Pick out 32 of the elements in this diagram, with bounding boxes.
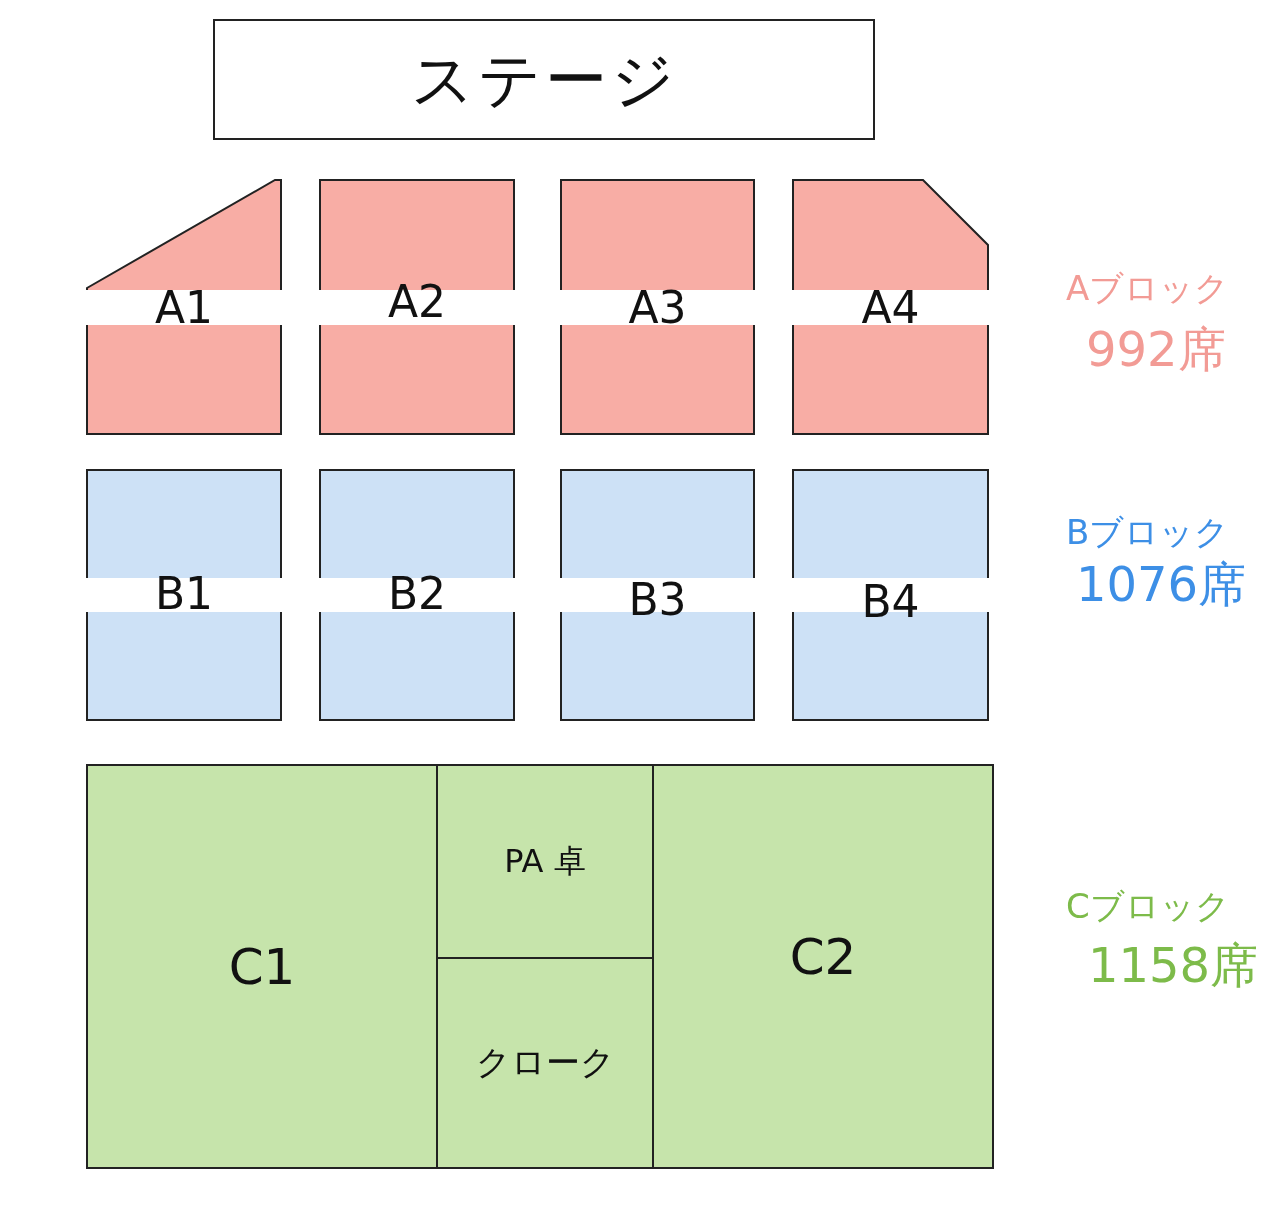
block-label: B1 [154,567,214,619]
seating-block [561,180,754,434]
seat-count: 992席 [1086,320,1226,379]
seating-block [87,180,281,434]
seating-block [320,470,514,720]
floor-area [437,765,653,958]
area-label: C1 [228,937,296,996]
block-label: B2 [387,567,447,619]
block-label: B3 [628,573,687,625]
block-name: Cブロック [1066,885,1230,928]
seat-count: 1076席 [1076,555,1247,614]
seating-block [87,470,281,720]
seating-block [793,470,988,720]
seating-block [320,180,514,434]
block-name: Aブロック [1066,267,1230,310]
floor-area [87,765,437,1168]
seating-block [561,470,754,720]
floor-area [653,765,993,1168]
stage-label: ステージ [410,41,678,118]
stage-box [213,19,875,140]
block-name: Bブロック [1066,511,1230,554]
block-label: B4 [861,575,920,627]
seat-count: 1158席 [1088,936,1259,995]
block-label: A4 [861,282,920,333]
block-label: A3 [628,282,687,333]
block-label: A2 [387,276,447,327]
area-label: PA 卓 [504,840,586,882]
seating-block [793,180,988,434]
area-label: C2 [789,927,857,986]
floor-area [437,958,653,1168]
area-label: クローク [475,1041,615,1084]
block-label: A1 [154,282,214,333]
